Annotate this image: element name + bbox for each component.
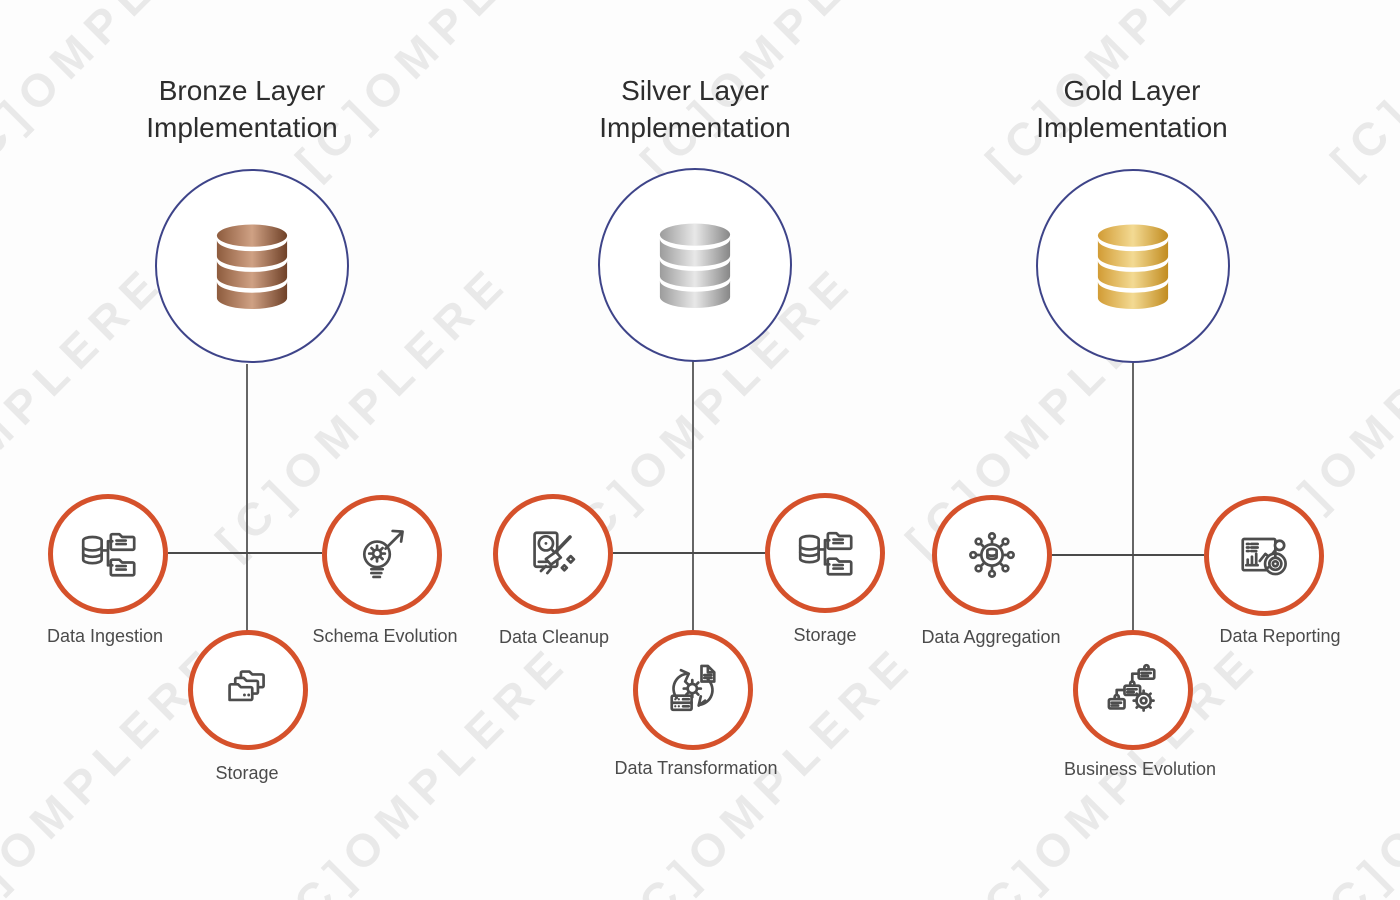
gold-title-line1: Gold Layer	[1063, 75, 1201, 106]
silver-database-icon	[659, 223, 731, 308]
dashboard-charts-icon	[1241, 537, 1287, 576]
node-label-data-aggregation: Data Aggregation	[921, 627, 1061, 647]
node-circle-schema-evolution	[322, 495, 442, 615]
database-folders-icon	[798, 531, 853, 576]
bronze-layer-title: Bronze Layer Implementation	[52, 72, 432, 146]
transform-cycle-gear-icon	[670, 664, 716, 712]
node-label-data-transformation: Data Transformation	[614, 758, 778, 778]
disk-cleanup-broom-icon	[533, 531, 576, 575]
node-circle-silver-storage	[765, 493, 885, 613]
bronze-title-line1: Bronze Layer	[158, 75, 326, 106]
node-circle-data-reporting	[1204, 496, 1324, 616]
node-circle-bronze-storage	[188, 630, 308, 750]
node-circle-data-ingestion	[48, 494, 168, 614]
node-label-bronze-storage: Storage	[215, 763, 279, 783]
gold-vertical-connector	[1132, 363, 1134, 631]
node-circle-business-evolution	[1073, 630, 1193, 750]
gold-layer-title: Gold Layer Implementation	[942, 72, 1322, 146]
hub-spokes-database-icon	[969, 532, 1015, 578]
silver-layer-title: Silver Layer Implementation	[505, 72, 885, 146]
bronze-database-icon	[216, 224, 288, 309]
database-folders-icon	[81, 532, 136, 577]
silver-title-line1: Silver Layer	[621, 75, 769, 106]
gold-database-icon	[1097, 224, 1169, 309]
node-label-schema-evolution: Schema Evolution	[312, 626, 458, 646]
node-circle-data-transformation	[633, 630, 753, 750]
node-label-data-ingestion: Data Ingestion	[46, 626, 164, 646]
bronze-horizontal-connector	[168, 552, 322, 554]
stacked-folders-icon	[228, 670, 265, 702]
silver-horizontal-connector	[613, 552, 765, 554]
bronze-main-circle	[155, 169, 349, 363]
silver-main-circle	[598, 168, 792, 362]
node-label-silver-storage: Storage	[793, 625, 857, 645]
bronze-title-line2: Implementation	[146, 112, 338, 143]
node-label-business-evolution: Business Evolution	[1063, 759, 1217, 779]
silver-title-line2: Implementation	[599, 112, 791, 143]
gold-horizontal-connector	[1052, 554, 1204, 556]
silver-vertical-connector	[692, 361, 694, 631]
bronze-vertical-connector	[246, 364, 248, 631]
node-label-data-cleanup: Data Cleanup	[498, 627, 610, 647]
flowchart-gear-icon	[1107, 663, 1156, 712]
node-circle-data-aggregation	[932, 495, 1052, 615]
gold-main-circle	[1036, 169, 1230, 363]
gold-title-line2: Implementation	[1036, 112, 1228, 143]
node-label-data-reporting: Data Reporting	[1219, 626, 1341, 646]
lightbulb-gear-arrow-icon	[362, 529, 404, 579]
node-circle-data-cleanup	[493, 494, 613, 614]
